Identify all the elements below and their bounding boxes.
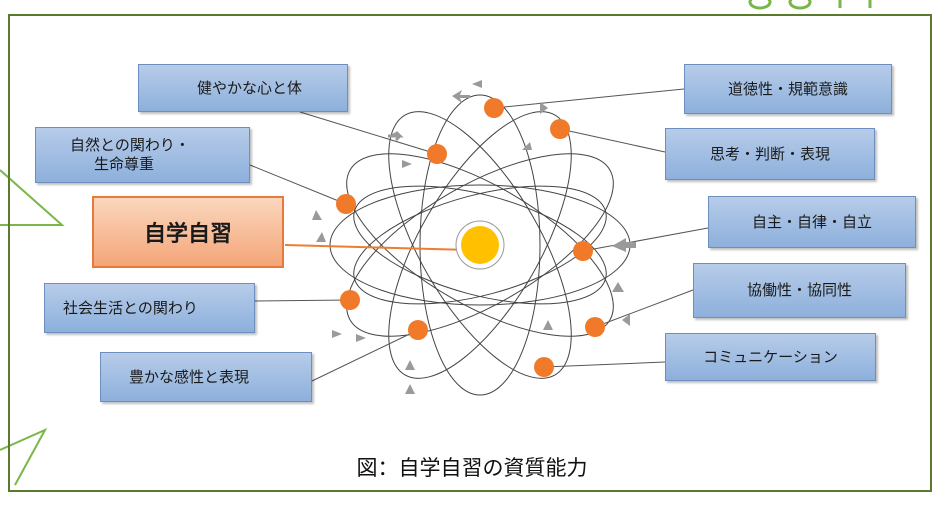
electron bbox=[585, 317, 605, 337]
item-cooperation-label: 協働性・協同性 bbox=[746, 281, 852, 300]
item-thinking: 思考・判断・表現 bbox=[665, 128, 875, 180]
electron bbox=[534, 357, 554, 377]
item-society: 社会生活との関わり bbox=[44, 283, 255, 333]
electron bbox=[408, 320, 428, 340]
electron bbox=[484, 98, 504, 118]
item-thinking-label: 思考・判断・表現 bbox=[709, 144, 830, 163]
orbit bbox=[388, 111, 572, 379]
item-autonomy: 自主・自律・自立 bbox=[708, 196, 916, 248]
electron bbox=[427, 144, 447, 164]
orbit bbox=[388, 111, 572, 379]
speech-bubble-bottom bbox=[0, 427, 48, 486]
item-nature-label-2: 生命尊重 bbox=[94, 155, 155, 173]
orbit bbox=[353, 185, 607, 305]
item-health: 健やかな心と体 bbox=[138, 64, 348, 112]
item-cooperation: 協働性・協同性 bbox=[693, 263, 906, 318]
item-health-label: 健やかな心と体 bbox=[197, 78, 303, 97]
central-concept-label: 自学自習 bbox=[143, 222, 232, 247]
orbit bbox=[419, 94, 541, 396]
electron bbox=[550, 119, 570, 139]
item-communication-label: コミュニケーション bbox=[703, 347, 838, 366]
item-nature: 自然との関わり・ 生命尊重 bbox=[35, 127, 250, 183]
electron bbox=[340, 290, 360, 310]
item-society-label: 社会生活との関わり bbox=[63, 298, 198, 317]
item-sensitivity-label: 豊かな感性と表現 bbox=[129, 367, 250, 386]
item-autonomy-label: 自主・自律・自立 bbox=[751, 212, 872, 231]
figure-frame bbox=[8, 14, 932, 492]
figure-caption: 図：自学自習の資質能力 bbox=[356, 456, 588, 480]
orbit bbox=[353, 185, 607, 305]
item-morality-label: 道徳性・規範意識 bbox=[727, 79, 848, 98]
nucleus-core bbox=[461, 226, 499, 264]
orbit bbox=[346, 153, 614, 337]
corner-decoration bbox=[748, 0, 872, 10]
electron bbox=[336, 194, 356, 214]
item-communication: コミュニケーション bbox=[665, 333, 876, 381]
item-nature-label-1: 自然との関わり・ bbox=[70, 136, 190, 155]
central-concept-box: 自学自習 bbox=[92, 196, 284, 268]
orbit bbox=[346, 153, 614, 337]
item-sensitivity: 豊かな感性と表現 bbox=[100, 352, 312, 402]
electron bbox=[573, 241, 593, 261]
speech-bubble-top bbox=[0, 169, 65, 226]
item-morality: 道徳性・規範意識 bbox=[684, 64, 892, 114]
